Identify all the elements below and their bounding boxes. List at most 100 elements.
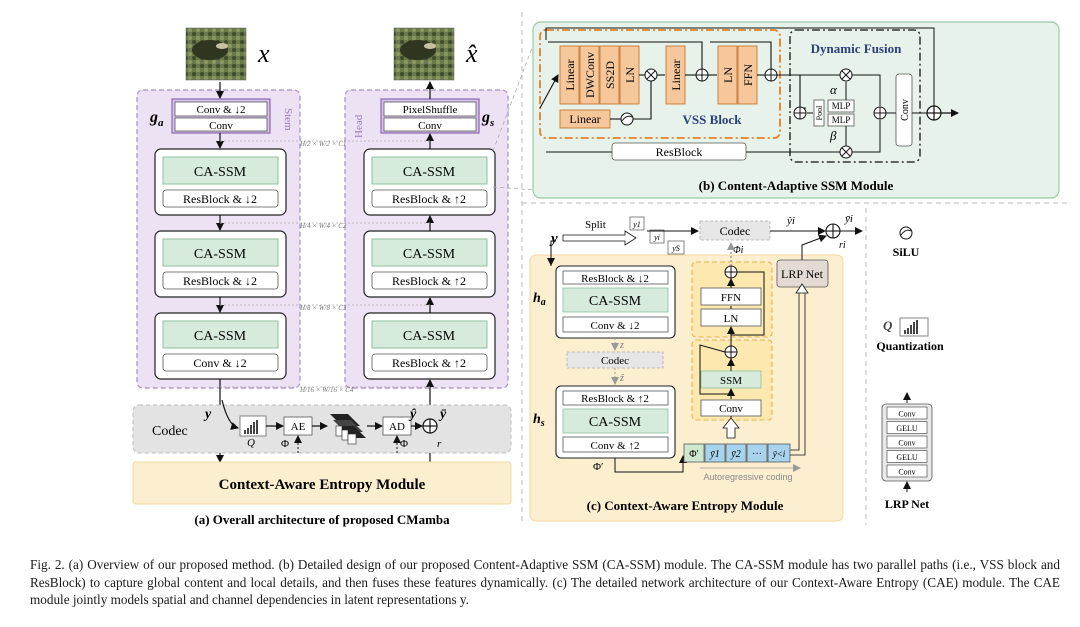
panel-a: x x̂ ga gs Stem Head Conv & ↓2 Conv Pixe… — [132, 27, 512, 527]
dim-label-3: H/8 × W/8 × C3 — [299, 304, 347, 312]
head-pixelshuffle — [383, 101, 477, 117]
svg-text:ResBlock & ↑2: ResBlock & ↑2 — [392, 356, 466, 370]
svg-text:ResBlock & ↓2: ResBlock & ↓2 — [183, 192, 257, 206]
svg-text:Autoregressive coding: Autoregressive coding — [703, 472, 792, 482]
ha-block: ResBlock & ↓2 CA-SSM Conv & ↓2 — [555, 265, 676, 339]
mlp-alpha — [827, 99, 855, 113]
encoder-stage-2: CA-SSM ResBlock & ↓2 — [154, 230, 287, 298]
panel-c: y Split y1 yi yS Codec ŷi ȳi ri Φi LRP N… — [529, 213, 863, 522]
svg-text:Conv & ↓2: Conv & ↓2 — [193, 356, 246, 370]
dynamic-fusion-region — [789, 29, 921, 163]
svg-text:LN: LN — [721, 67, 735, 83]
quantization-icon — [239, 415, 267, 437]
vss-ss2d — [599, 45, 620, 105]
dim-label-2: H/4 × W/4 × C2 — [299, 222, 347, 230]
svg-text:Conv & ↑2: Conv & ↑2 — [591, 440, 640, 452]
svg-text:LRP Net: LRP Net — [885, 497, 929, 511]
head-label: Head — [353, 114, 365, 138]
silu-icon — [620, 112, 634, 126]
svg-text:Codec: Codec — [601, 355, 629, 367]
svg-text:LN: LN — [724, 313, 739, 325]
svg-text:FFN: FFN — [741, 64, 755, 86]
svg-text:ȳ1: ȳ1 — [709, 449, 719, 460]
svg-text:LN: LN — [623, 67, 637, 83]
quantization-legend-icon — [899, 317, 929, 337]
svg-text:yi: yi — [653, 233, 660, 242]
legend: SiLU Q Quantization ConvGELUConvGELUConv… — [876, 226, 944, 511]
mlp-beta — [827, 113, 855, 127]
lrp-layer-label: Conv — [898, 410, 915, 419]
resblock-path — [611, 142, 747, 161]
svg-text:Codec: Codec — [720, 224, 751, 238]
vss-ln-2 — [717, 45, 738, 105]
svg-text:Φi: Φi — [733, 245, 744, 256]
svg-text:Codec: Codec — [152, 424, 188, 439]
svg-text:Linear: Linear — [563, 59, 577, 90]
svg-text:Conv: Conv — [719, 403, 743, 415]
ga-label: ga — [149, 109, 164, 129]
lrp-layer — [886, 421, 928, 434]
context-sequence: Φ′ ȳ1 ȳ2 ··· ȳ<i — [683, 443, 791, 463]
bitstream-icon — [330, 414, 366, 445]
svg-text:MLP: MLP — [832, 115, 851, 125]
svg-text:Linear: Linear — [669, 59, 683, 90]
svg-text:ŷi: ŷi — [786, 215, 795, 227]
input-image — [185, 27, 247, 81]
svg-text:Linear: Linear — [569, 112, 600, 126]
svg-text:Q: Q — [247, 437, 255, 449]
gs-label: gs — [481, 109, 494, 129]
dim-label-4: H/16 × W/16 × C4 — [299, 386, 354, 394]
svg-text:Dynamic Fusion: Dynamic Fusion — [811, 41, 902, 56]
svg-text:CA-SSM: CA-SSM — [194, 165, 247, 180]
silu-legend-icon — [899, 226, 913, 240]
lrp-layer — [886, 435, 928, 449]
svg-text:Context-Aware Entropy Module: Context-Aware Entropy Module — [219, 477, 426, 493]
figure-canvas: x x̂ ga gs Stem Head Conv & ↓2 Conv Pixe… — [132, 12, 1070, 527]
lrp-layer — [886, 464, 928, 478]
fusion-conv — [895, 73, 913, 147]
caption-text: Fig. 2. (a) Overview of our proposed met… — [30, 557, 1060, 607]
lrp-layer — [886, 406, 928, 420]
panel-a-caption: (a) Overall architecture of proposed CMa… — [194, 512, 450, 527]
encoder-stage-3: CA-SSM Conv & ↓2 — [154, 312, 287, 380]
svg-text:Quantization: Quantization — [876, 339, 944, 353]
svg-text:SS2D: SS2D — [603, 61, 617, 89]
lrp-layer-label: Conv — [898, 439, 915, 448]
svg-text:VSS Block: VSS Block — [683, 112, 743, 127]
panel-b-caption: (b) Content-Adaptive SSM Module — [699, 178, 894, 193]
svg-text:CA-SSM: CA-SSM — [403, 165, 456, 180]
svg-text:Split: Split — [585, 219, 606, 231]
svg-text:Conv: Conv — [209, 120, 233, 132]
svg-text:z: z — [619, 340, 624, 351]
hs-label: hs — [533, 412, 545, 429]
svg-text:Conv: Conv — [900, 99, 911, 121]
svg-text:Conv & ↓2: Conv & ↓2 — [197, 104, 246, 116]
svg-text:SSM: SSM — [720, 375, 742, 387]
svg-text:ResBlock & ↓2: ResBlock & ↓2 — [581, 273, 649, 285]
svg-text:yS: yS — [671, 244, 680, 253]
stem-conv-down — [174, 101, 268, 117]
svg-text:CA-SSM: CA-SSM — [589, 415, 642, 430]
svg-text:ResBlock & ↑2: ResBlock & ↑2 — [392, 274, 466, 288]
svg-text:AE: AE — [291, 421, 306, 433]
svg-text:ri: ri — [839, 240, 846, 251]
svg-text:ResBlock & ↓2: ResBlock & ↓2 — [183, 274, 257, 288]
svg-text:MLP: MLP — [832, 101, 851, 111]
decoder-stage-1: CA-SSM ResBlock & ↑2 — [363, 148, 496, 216]
svg-text:Φ′: Φ′ — [689, 449, 699, 460]
svg-text:Q: Q — [883, 318, 893, 333]
pool-box — [813, 99, 825, 127]
svg-text:ȳ: ȳ — [438, 407, 447, 422]
lrp-layer — [886, 450, 928, 463]
svg-text:β: β — [829, 128, 837, 143]
svg-text:ȳ2: ȳ2 — [730, 449, 740, 460]
encoder-stage-1: CA-SSM ResBlock & ↓2 — [154, 148, 287, 216]
svg-text:ResBlock & ↑2: ResBlock & ↑2 — [581, 393, 649, 405]
svg-text:ResBlock & ↑2: ResBlock & ↑2 — [392, 192, 466, 206]
figure-caption: Fig. 2. (a) Overview of our proposed met… — [30, 556, 1060, 609]
lrp-layer-label: Conv — [898, 468, 915, 477]
svg-text:y: y — [549, 231, 558, 247]
codec-band — [132, 404, 512, 454]
svg-text:Conv: Conv — [418, 120, 442, 132]
